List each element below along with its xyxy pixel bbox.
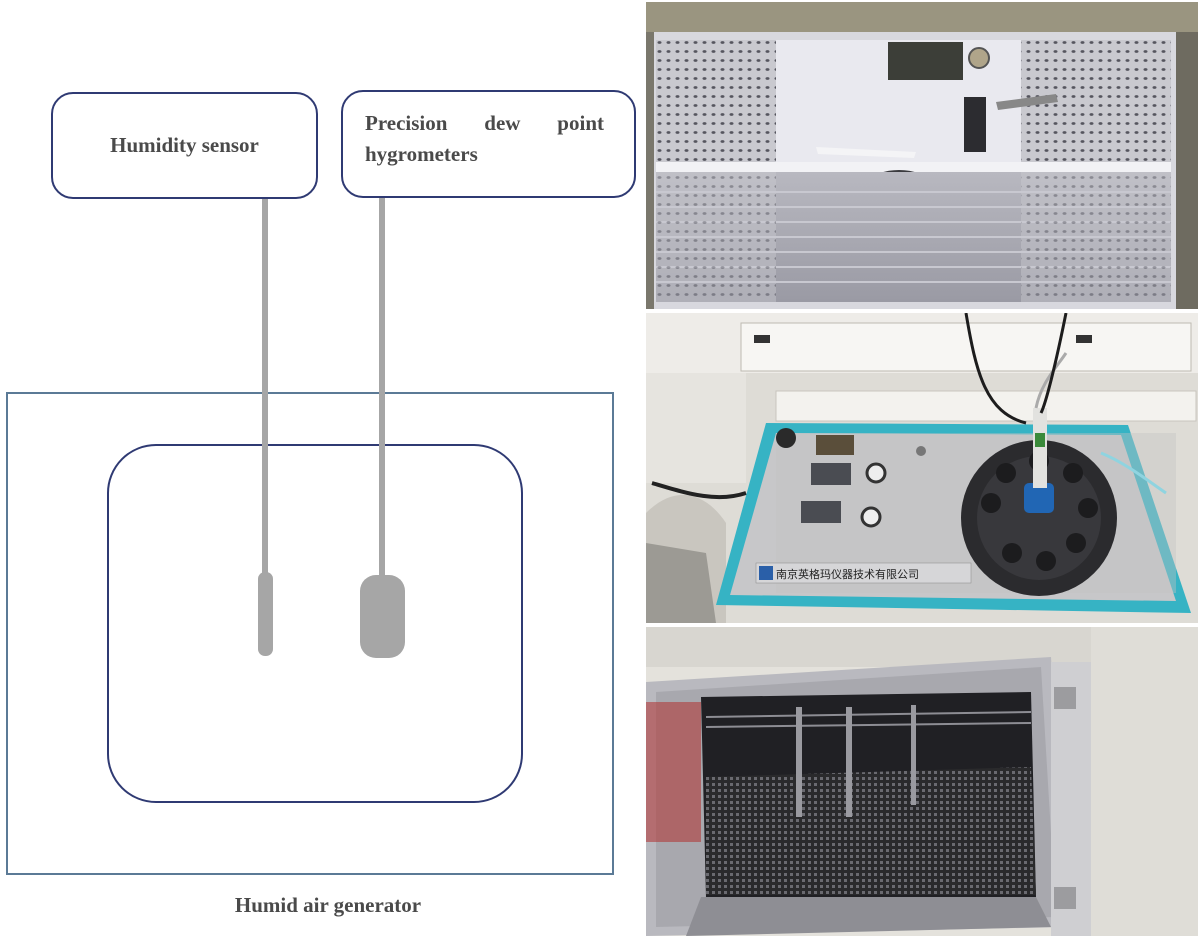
generator-outer-box <box>6 392 614 875</box>
bench-company-name: 南京英格玛仪器技术有限公司 <box>776 567 919 581</box>
photo-climate-chamber <box>646 627 1198 936</box>
hygrometer-tip <box>360 575 405 658</box>
hygrometer-label-line2: hygrometers <box>365 142 478 166</box>
humidity-sensor-label: Humidity sensor <box>110 133 259 157</box>
hygrometer-label-line1: Precision dew point <box>365 111 604 135</box>
generator-chamber <box>107 444 523 803</box>
photo-chamber-interior <box>646 2 1198 309</box>
humidity-sensor-tip <box>258 572 273 656</box>
hygrometer-box: Precision dew point hygrometers <box>341 90 636 198</box>
generator-caption: Humid air generator <box>234 893 422 917</box>
humidity-sensor-box: Humidity sensor <box>51 92 318 199</box>
photo-calibration-bench: 南京英格玛仪器技术有限公司 <box>646 313 1198 623</box>
schematic-diagram <box>6 198 614 875</box>
